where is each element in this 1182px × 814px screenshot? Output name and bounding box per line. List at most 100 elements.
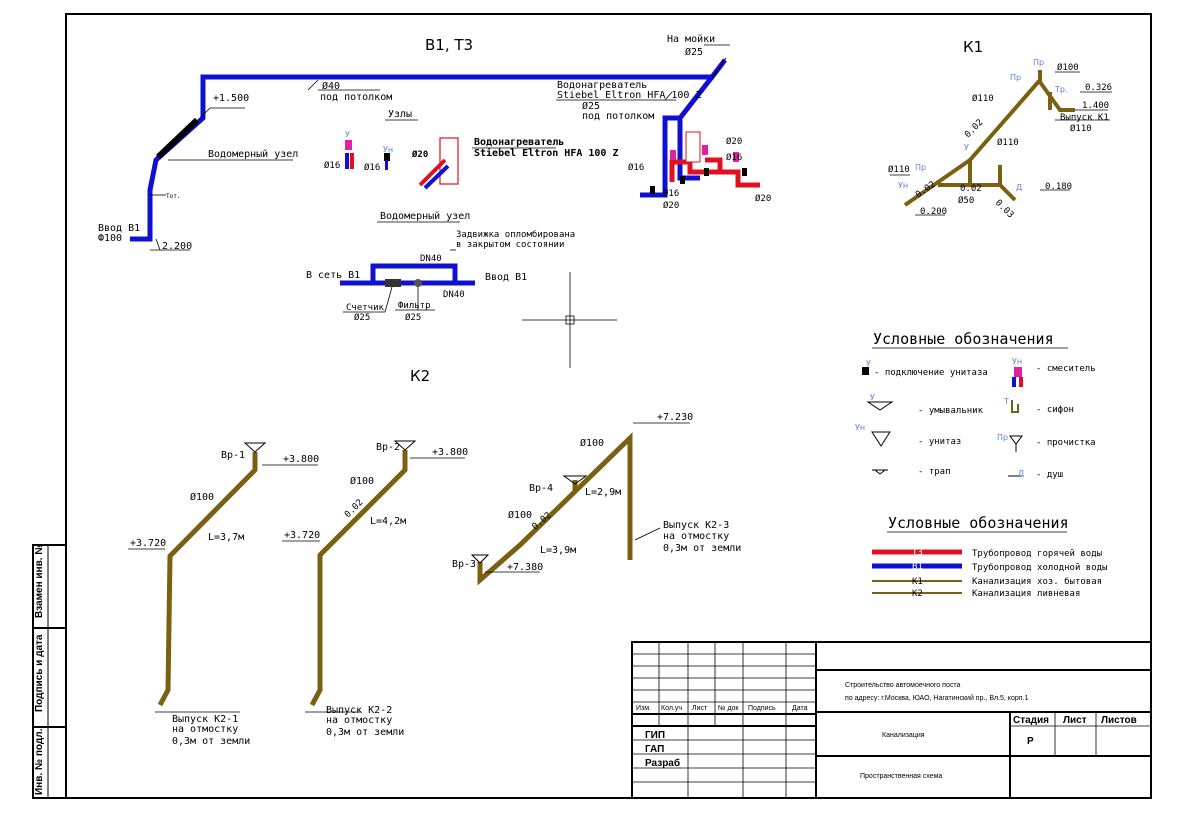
k1-d: Д bbox=[1016, 183, 1022, 192]
k2-l39: L=3,9м bbox=[540, 545, 576, 556]
water-heater-box bbox=[685, 131, 701, 163]
stamp-ndok: № док bbox=[718, 705, 739, 712]
k2-d100b: Ø100 bbox=[350, 475, 374, 487]
k2-vr4: Вр-4 bbox=[529, 483, 553, 494]
k1-outlet: Выпуск К1 bbox=[1060, 113, 1109, 123]
label-d40: Ø40 bbox=[322, 80, 340, 92]
node-d16b: Ø16 bbox=[364, 162, 380, 173]
label-d25-top: Ø25 bbox=[685, 46, 703, 58]
legend-symbols: Условные обозначения - подключение унита… bbox=[855, 330, 1096, 480]
k1-pr2: Пр bbox=[1033, 58, 1044, 67]
k2-l37: L=3,7м bbox=[208, 532, 244, 543]
water-leaders bbox=[150, 44, 730, 251]
legend1-mixer: - смеситель bbox=[1036, 364, 1096, 374]
meter-counter-d: Ø25 bbox=[354, 312, 370, 323]
nodes-detail: Узлы Водонагреватель Stiebel Eltron HFA … bbox=[324, 109, 619, 190]
k1-d100: Ø100 bbox=[1057, 62, 1079, 73]
legend1-title: Условные обозначения bbox=[873, 330, 1054, 348]
toilet-icon bbox=[871, 431, 891, 447]
title-block: Изм. Кол.уч Лист № док Подпись Дата ГИП … bbox=[631, 641, 1152, 799]
label-input-b1: Ввод В1 bbox=[98, 223, 140, 234]
label-d20b: Ø20 bbox=[663, 200, 679, 211]
k2-out2-c: 0,3м от земли bbox=[326, 727, 404, 738]
label-d16: Ø16 bbox=[628, 162, 644, 173]
meter-to-network: В сеть В1 bbox=[306, 270, 360, 281]
legend2-tag-k2: К2 bbox=[912, 589, 923, 599]
k2-vr3: Вр-3 bbox=[452, 559, 476, 570]
stamp-koluch: Кол.уч bbox=[661, 705, 682, 712]
k2-d100c: Ø100 bbox=[580, 437, 604, 449]
k1-slope-003: 0.03 bbox=[993, 198, 1015, 220]
meter-node-detail: Водомерный узел Задвижка опломбирована в… bbox=[306, 210, 575, 323]
node-heater-model: Stiebel Eltron HFA 100 Z bbox=[474, 147, 619, 159]
legend1-siphon: - сифон bbox=[1036, 405, 1074, 415]
legend1-drain: - трап bbox=[918, 467, 951, 477]
label-small-tag: Тот. bbox=[166, 193, 180, 200]
k2-out1-c: 0,3м от земли bbox=[172, 736, 250, 747]
k2-roof-drains bbox=[243, 440, 588, 564]
side-podpis: Подпись и дата bbox=[34, 634, 45, 712]
k1-slope-a: 0.02 bbox=[963, 118, 985, 140]
k2-scheme: К2 Вр-1 Вр-2 Вр-3 Вр-4 +3.800 bbox=[128, 367, 741, 747]
hot-water-pipe bbox=[669, 157, 760, 188]
legend2-hot: Трубопровод горячей воды bbox=[972, 548, 1102, 559]
k2-d100a: Ø100 bbox=[190, 491, 214, 503]
k2-out1-a: Выпуск К2-1 bbox=[172, 714, 238, 725]
node-fixture-2 bbox=[384, 153, 390, 170]
k1-d110-top: Ø110 bbox=[972, 93, 994, 104]
k1-pipes bbox=[903, 70, 1075, 207]
water-supply-scheme: В1, Т3 bbox=[98, 33, 771, 252]
siphon-icon bbox=[1011, 400, 1019, 413]
legend1-sink: - умывальник bbox=[918, 406, 984, 416]
legend1-toilet: - унитаз bbox=[918, 437, 961, 447]
k1-elev-0200: 0.200 bbox=[920, 207, 947, 217]
side-vzam: Взамен инв. № bbox=[34, 544, 45, 618]
k1-elev-1400: 1.400 bbox=[1082, 101, 1109, 111]
k2-e7230: +7.230 bbox=[657, 412, 693, 423]
stamp-section: Канализация bbox=[882, 732, 925, 739]
legend2-tag-k1: К1 bbox=[912, 577, 923, 587]
stamp-gip: ГИП bbox=[645, 730, 665, 741]
legend2-k2: Канализация ливневая bbox=[972, 589, 1080, 599]
legend1-t: Т bbox=[1003, 397, 1009, 406]
k2-out2-b: на отмостку bbox=[326, 715, 392, 726]
k2-slope-a: 0.02 bbox=[343, 498, 365, 520]
legend2-tag-t3: Т3 bbox=[912, 548, 923, 558]
k1-pr3: Пр bbox=[915, 163, 926, 172]
meter-valve-note-2: в закрытом состоянии bbox=[456, 240, 564, 250]
k1-un: Ун bbox=[898, 181, 908, 190]
label-elev-2200: 2.200 bbox=[162, 241, 192, 252]
label-d16b: Ø16 bbox=[663, 188, 679, 199]
k1-tr: Тр. bbox=[1054, 85, 1068, 94]
legend1-wc-conn: - подключение унитаза bbox=[874, 368, 988, 378]
stamp-stadia: Стадия bbox=[1013, 715, 1049, 726]
k2-out3-c: 0,3м от земли bbox=[663, 543, 741, 554]
label-to-sinks: На мойки bbox=[667, 33, 715, 45]
label-input-d100: Ф100 bbox=[98, 233, 122, 244]
nodes-title: Узлы bbox=[388, 109, 412, 120]
svg-text:Ун: Ун bbox=[383, 145, 393, 154]
label-d20a: Ø20 bbox=[726, 136, 742, 147]
k2-l42: L=4,2м bbox=[370, 516, 406, 527]
cad-crosshair bbox=[522, 272, 617, 368]
legend1-u2: У bbox=[870, 393, 875, 402]
legend1-d: Д bbox=[1018, 469, 1024, 478]
legend2-k1: Канализация хоз. бытовая bbox=[972, 576, 1102, 587]
label-under-ceiling: под потолком bbox=[320, 92, 392, 103]
k2-title: К2 bbox=[410, 367, 430, 385]
sink-icon bbox=[866, 401, 894, 411]
legend-lines: Условные обозначения Т3 Трубопровод горя… bbox=[872, 514, 1107, 599]
wc-connection-icon bbox=[862, 367, 869, 375]
k2-vr2: Вр-2 bbox=[376, 442, 400, 453]
water-title: В1, Т3 bbox=[425, 36, 473, 54]
k1-d110-mid: Ø110 bbox=[997, 137, 1019, 148]
k1-outlet-d: Ø110 bbox=[1070, 123, 1092, 134]
meter-input: Ввод В1 bbox=[485, 272, 527, 283]
legend1-pr: Пр bbox=[997, 433, 1008, 442]
stamp-drawing: Пространственная схема bbox=[860, 773, 942, 780]
k2-out2-a: Выпуск К2-2 bbox=[326, 705, 392, 716]
drain-icon bbox=[872, 469, 888, 475]
meter-counter: Счетчик bbox=[346, 303, 385, 313]
label-d20c: Ø20 bbox=[755, 193, 771, 204]
